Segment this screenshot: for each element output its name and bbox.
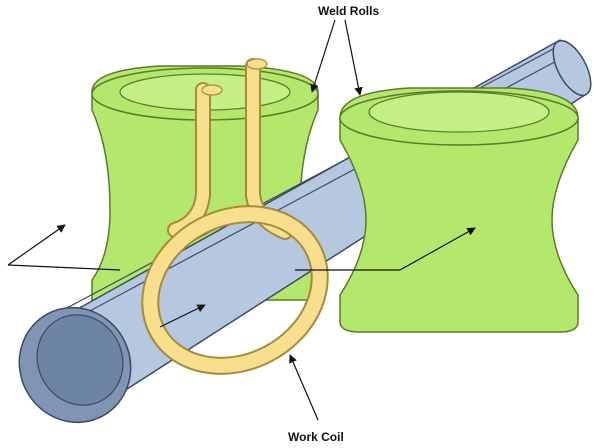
work-coil-arrow <box>289 354 319 421</box>
flow-arrow <box>159 304 206 328</box>
current-arrow-tube <box>7 264 121 271</box>
current-arrow-right-roll <box>399 227 476 271</box>
work-coil <box>141 58 329 375</box>
weld-rolls-arrow-right <box>344 19 363 96</box>
current-arrow-left-roll <box>7 224 66 266</box>
arrows <box>7 19 476 421</box>
work-coil-label: Work Coil <box>288 430 344 444</box>
tube-front-end <box>18 306 132 424</box>
weld-rolls-label: Weld Rolls <box>318 4 379 18</box>
weld-rolls-arrow-left <box>310 19 336 93</box>
right-weld-roll <box>339 87 579 333</box>
